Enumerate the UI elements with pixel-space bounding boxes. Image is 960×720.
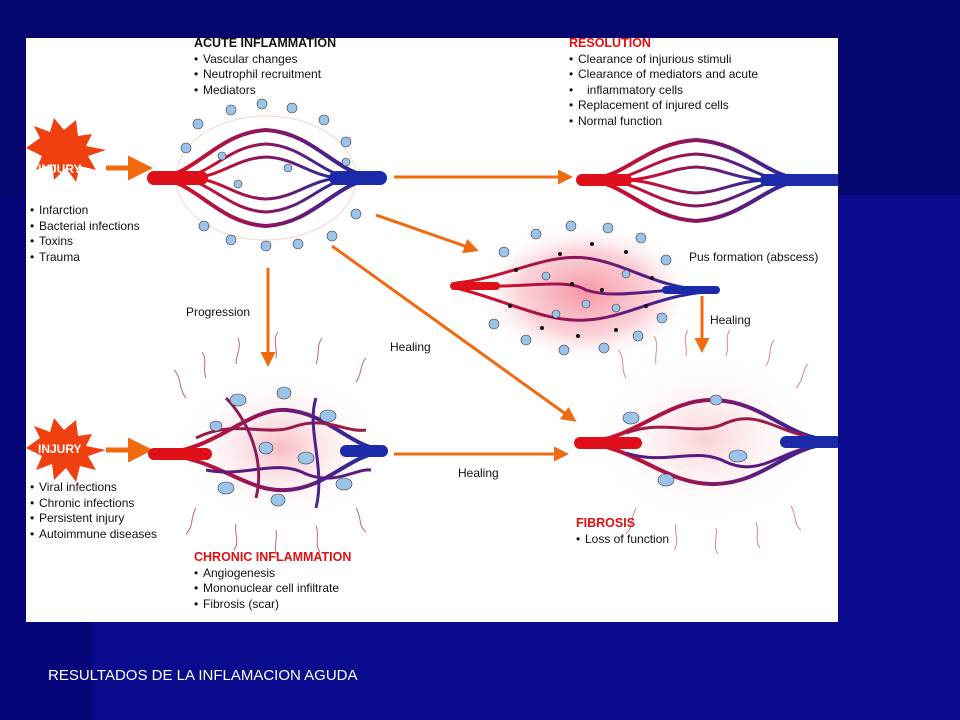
acute-inflammation-block: ACUTE INFLAMMATION Vascular changes Neut… (194, 38, 336, 98)
resolution-item: Clearance of injurious stimuli (569, 52, 758, 68)
slide-caption: RESULTADOS DE LA INFLAMACION AGUDA (48, 667, 358, 684)
resolution-block: RESOLUTION Clearance of injurious stimul… (569, 38, 758, 129)
acute-vessel (147, 98, 387, 252)
fibrosis-item: Loss of function (576, 532, 669, 548)
chronic-inflammation-block: CHRONIC INFLAMMATION Angiogenesis Mononu… (194, 550, 351, 612)
chronic-vessel (148, 331, 388, 557)
chronic-item: Fibrosis (scar) (194, 597, 351, 613)
injury-cause: Chronic infections (30, 496, 157, 512)
injury-cause: Persistent injury (30, 511, 157, 527)
diagram-panel: ACUTE INFLAMMATION Vascular changes Neut… (26, 38, 838, 622)
injury-cause: Toxins (30, 234, 140, 250)
injury-bottom-causes: Viral infections Chronic infections Pers… (30, 480, 157, 542)
injury-label-top: INJURY (38, 162, 82, 176)
resolution-item: Clearance of mediators and acute (569, 67, 758, 83)
resolution-title: RESOLUTION (569, 38, 651, 50)
chronic-title: CHRONIC INFLAMMATION (194, 550, 352, 564)
abscess-vessel (450, 220, 720, 363)
injury-label-bottom: INJURY (38, 442, 82, 456)
resolution-vessel (576, 137, 838, 224)
arrow-to-abscess (375, 213, 479, 254)
fibrosis-title: FIBROSIS (576, 516, 636, 530)
arrow-healing-center (331, 244, 577, 422)
injury-cause: Infarction (30, 203, 140, 219)
injury-cause: Trauma (30, 250, 140, 266)
injury-star-bottom (26, 418, 106, 482)
injury-top-causes: Infarction Bacterial infections Toxins T… (30, 203, 140, 265)
healing-label-right: Healing (710, 313, 751, 327)
pus-formation-label: Pus formation (abscess) (689, 250, 819, 264)
acute-item: Mediators (194, 83, 336, 99)
injury-star-top (26, 118, 106, 182)
injury-cause: Autoimmune diseases (30, 527, 157, 543)
injury-cause: Bacterial infections (30, 219, 140, 235)
acute-item: Neutrophil recruitment (194, 67, 336, 83)
diagram-graphics (26, 98, 838, 557)
healing-label-bottom: Healing (458, 466, 499, 480)
chronic-item: Angiogenesis (194, 566, 351, 582)
acute-item: Vascular changes (194, 52, 336, 68)
acute-title: ACUTE INFLAMMATION (194, 38, 337, 50)
healing-label-center: Healing (390, 340, 431, 354)
resolution-item: inflammatory cells (569, 83, 758, 99)
fibrosis-vessel (574, 329, 838, 555)
fibrosis-block: FIBROSIS Loss of function (576, 516, 669, 547)
chronic-item: Mononuclear cell infiltrate (194, 581, 351, 597)
progression-label: Progression (186, 305, 251, 319)
resolution-item: Normal function (569, 114, 758, 130)
injury-cause: Viral infections (30, 480, 157, 496)
resolution-item: Replacement of injured cells (569, 98, 758, 114)
